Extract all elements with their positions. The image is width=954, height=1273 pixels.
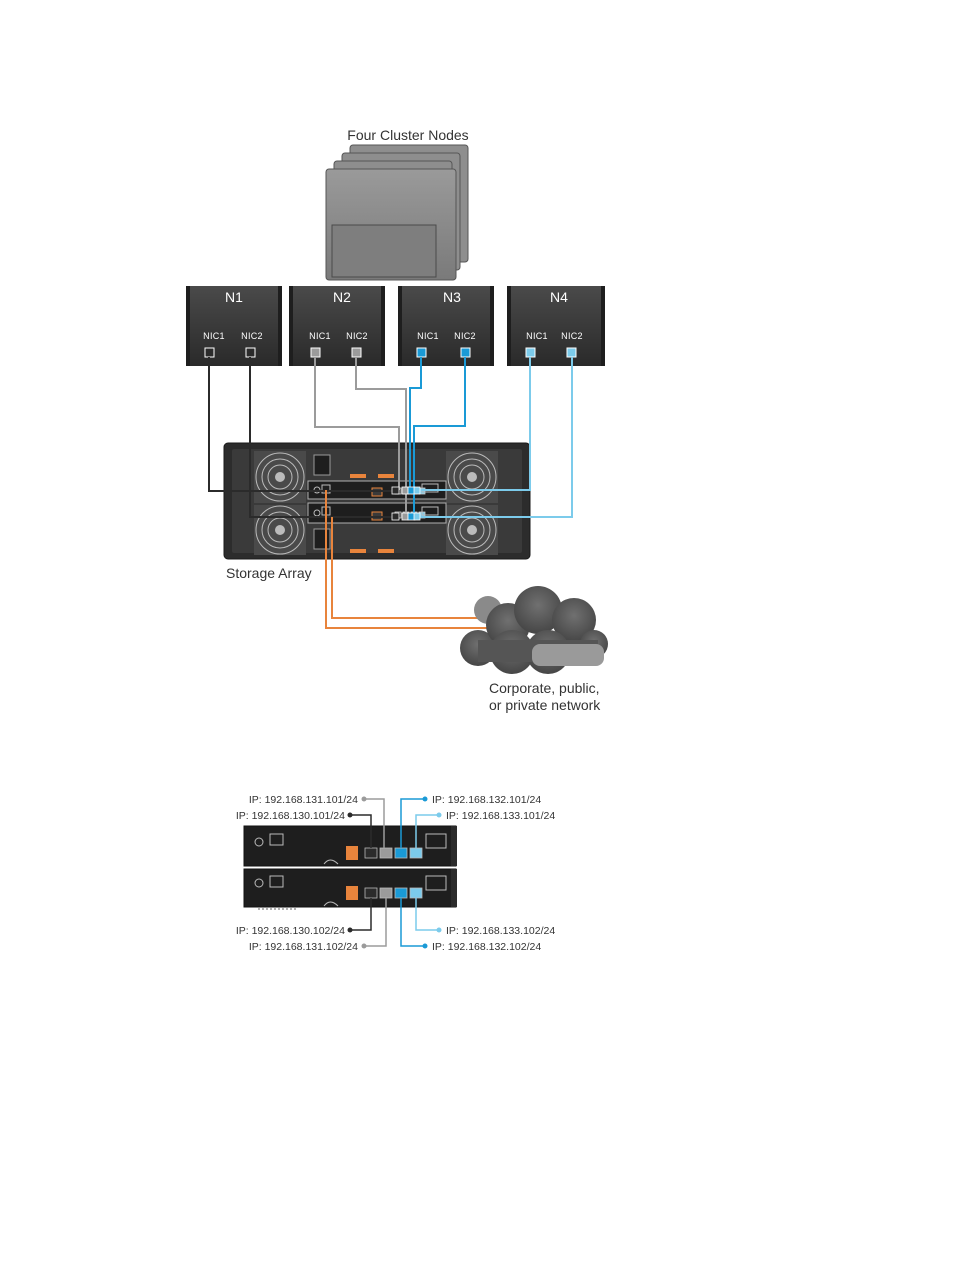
- cluster-nodes-stack: Four Cluster Nodes: [325, 127, 469, 281]
- cables-n1: [208, 357, 395, 518]
- controller-module-1: [307, 502, 447, 524]
- node-n1-nic2-label: NIC2: [241, 331, 263, 341]
- node-n2-nic2-label: NIC2: [346, 331, 368, 341]
- cables-management: [325, 490, 491, 629]
- storage-array-label: Storage Array: [226, 565, 312, 581]
- node-n3-nic2-label: NIC2: [454, 331, 476, 341]
- cables-n2: [314, 357, 407, 515]
- node-n1: N1 NIC1 NIC2: [186, 286, 282, 366]
- node-n3-title: N3: [443, 289, 461, 305]
- node-n2: N2 NIC1 NIC2: [289, 286, 385, 366]
- controller-detail-1: [243, 868, 457, 910]
- node-n1-nic1-label: NIC1: [203, 331, 225, 341]
- node-n1-nic1-port: [204, 347, 215, 358]
- fan-bottom-left: [254, 505, 306, 555]
- cables-n4: [418, 357, 573, 518]
- node-n3-nic1-label: NIC1: [417, 331, 439, 341]
- node-n4: N4 NIC1 NIC2: [507, 286, 605, 366]
- ip-label-top-left-1: IP: 192.168.131.101/24: [249, 794, 358, 806]
- fan-top-right: [446, 451, 498, 503]
- fan-top-left: [254, 451, 306, 503]
- node-n4-title: N4: [550, 289, 568, 305]
- storage-array: Storage Array: [223, 442, 531, 581]
- node-n4-nic1-port: [525, 347, 536, 358]
- cable-ports-on-array: [391, 486, 421, 521]
- network-label-line2: or private network: [489, 697, 601, 713]
- controller-detail: IP: 192.168.131.101/24 IP: 192.168.130.1…: [236, 794, 556, 953]
- controller-detail-0: [243, 825, 457, 867]
- power-connector-bottom: [313, 528, 331, 550]
- ip-label-bottom-left-1: IP: 192.168.130.102/24: [236, 925, 345, 937]
- network-cloud: Corporate, public, or private network: [460, 586, 608, 713]
- node-n2-title: N2: [333, 289, 351, 305]
- ip-label-bottom-left-2: IP: 192.168.131.102/24: [249, 941, 358, 953]
- node-n2-nic2-port: [351, 347, 362, 358]
- ip-label-bottom-right-2: IP: 192.168.132.102/24: [432, 941, 541, 953]
- node-n3: N3 NIC1 NIC2: [398, 286, 494, 366]
- fan-bottom-right: [446, 505, 498, 555]
- node-n3-nic1-port: [416, 347, 427, 358]
- ip-label-top-left-2: IP: 192.168.130.101/24: [236, 810, 345, 822]
- node-n4-nic1-label: NIC1: [526, 331, 548, 341]
- node-n2-nic1-label: NIC1: [309, 331, 331, 341]
- node-n4-nic2-label: NIC2: [561, 331, 583, 341]
- cluster-title: Four Cluster Nodes: [347, 127, 468, 143]
- node-n2-nic1-port: [310, 347, 321, 358]
- node-n1-nic2-port: [245, 347, 256, 358]
- ip-label-top-right-2: IP: 192.168.133.101/24: [446, 810, 555, 822]
- power-connector-top: [313, 454, 331, 476]
- node-n1-title: N1: [225, 289, 243, 305]
- node-n3-nic2-port: [460, 347, 471, 358]
- cables-n3: [409, 357, 466, 517]
- ip-label-bottom-right-1: IP: 192.168.133.102/24: [446, 925, 555, 937]
- network-label-line1: Corporate, public,: [489, 680, 600, 696]
- node-n4-nic2-port: [566, 347, 577, 358]
- ip-label-top-right-1: IP: 192.168.132.101/24: [432, 794, 541, 806]
